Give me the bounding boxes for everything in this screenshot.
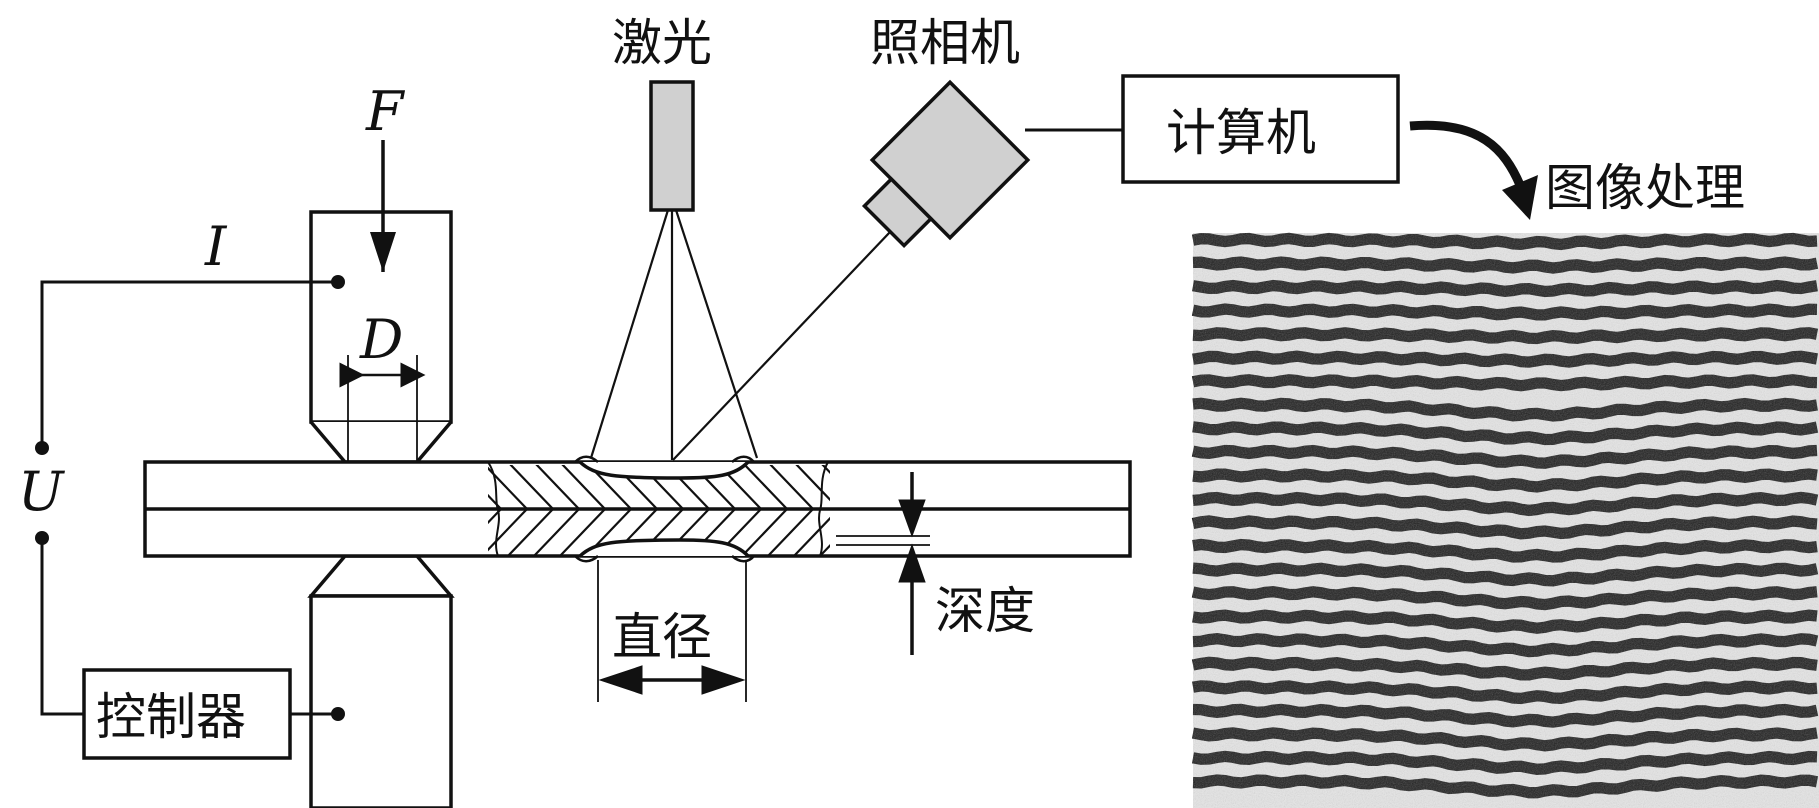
- voltage-label: U: [18, 460, 65, 523]
- nugget-diameter-dimension: 直径: [597, 560, 747, 702]
- nugget-diameter-label: 直径: [612, 608, 712, 666]
- hatch-line: [533, 465, 581, 556]
- lower-electrode-connection: [331, 707, 345, 721]
- camera-label: 照相机: [870, 14, 1020, 72]
- computer-box: 计算机: [1121, 74, 1400, 184]
- laser-device: 激光: [589, 14, 759, 460]
- hatch-line: [559, 465, 607, 556]
- depth-label: 深度: [935, 582, 1035, 640]
- diameter-d-label: D: [359, 308, 403, 371]
- camera-device: 照相机: [672, 14, 1123, 461]
- hatch-line: [585, 465, 633, 556]
- hatch-line: [488, 465, 503, 556]
- laser-label: 激光: [612, 14, 712, 72]
- processing-arrow: [1409, 120, 1538, 220]
- terminal-top: [35, 441, 49, 455]
- computer-label: 计算机: [1166, 104, 1316, 162]
- terminal-bottom: [35, 531, 49, 545]
- force-indicator: F: [365, 80, 406, 272]
- image-processing-label: 图像处理: [1545, 159, 1745, 217]
- upper-electrode-connection: [331, 275, 345, 289]
- controller-box: 控制器: [82, 668, 292, 760]
- hatch-line: [507, 465, 555, 556]
- circuit-wiring: [40, 280, 338, 716]
- controller-label: 控制器: [96, 688, 246, 746]
- weld-nugget: [487, 455, 830, 563]
- electrode-diameter-dimension: D: [339, 308, 426, 388]
- depth-dimension: 深度: [836, 472, 1035, 655]
- current-label: I: [204, 215, 228, 278]
- force-label: F: [365, 80, 406, 143]
- hatch-line: [741, 465, 789, 556]
- hatch-line: [715, 465, 763, 556]
- hatch-line: [793, 465, 830, 556]
- interference-fringe-image: [1191, 232, 1819, 808]
- lower-electrode: [307, 554, 455, 808]
- hatch-line: [767, 465, 815, 556]
